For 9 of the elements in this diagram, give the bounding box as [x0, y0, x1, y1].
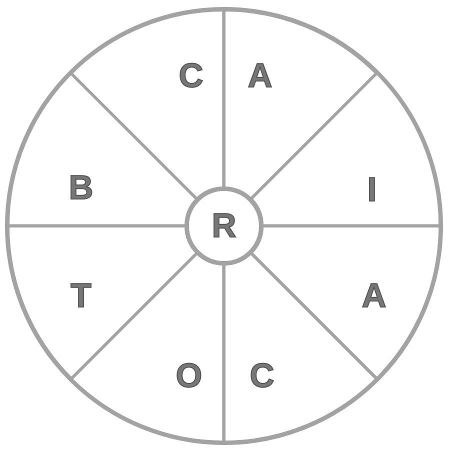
puzzle-letter: R: [212, 209, 236, 243]
puzzle-letter: A: [248, 59, 272, 93]
puzzle-letter: T: [70, 279, 92, 313]
puzzle-letter: C: [250, 358, 274, 393]
puzzle-letter: C: [178, 59, 204, 93]
puzzle-letter: B: [68, 170, 94, 205]
puzzle-letter: I: [367, 172, 377, 207]
puzzle-letter: O: [176, 358, 202, 393]
puzzle-letter: A: [362, 279, 386, 313]
